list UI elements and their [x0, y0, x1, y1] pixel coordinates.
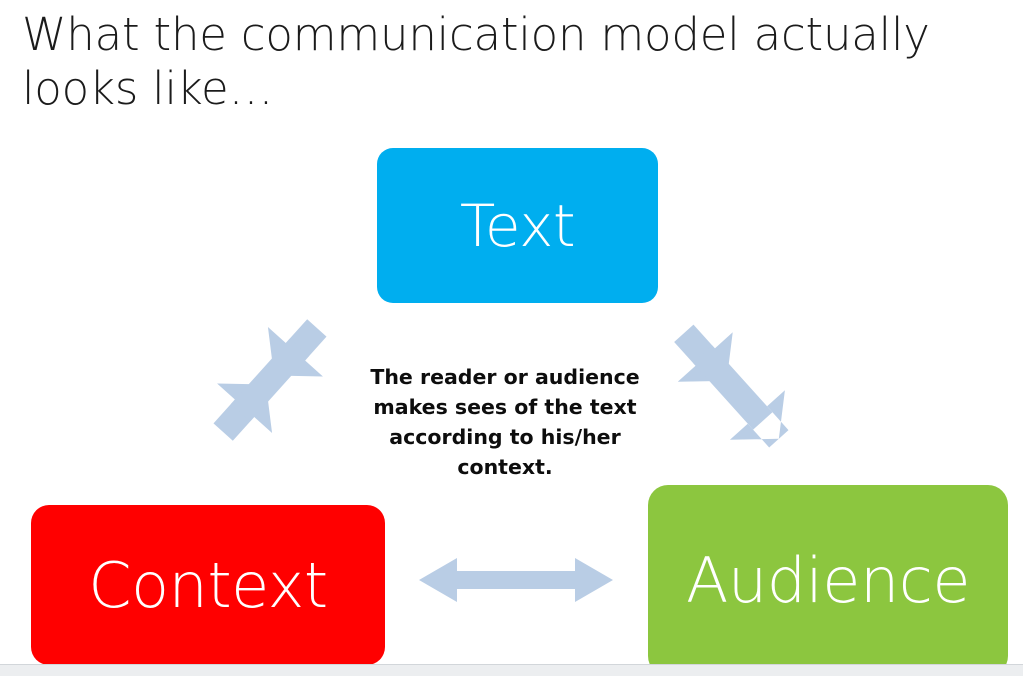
double-arrow-context-text-icon[interactable] — [196, 299, 344, 461]
double-arrow-context-audience-icon[interactable] — [419, 556, 613, 604]
diagram-node-audience-label: Audience — [686, 544, 970, 617]
diagram-node-text[interactable]: Text — [377, 148, 658, 303]
double-arrow-text-audience-icon[interactable] — [657, 299, 812, 479]
slide-footer-strip — [0, 664, 1023, 676]
page-title: What the communication model actually lo… — [22, 8, 930, 115]
diagram-node-audience[interactable]: Audience — [648, 485, 1008, 676]
diagram-node-text-label: Text — [459, 191, 576, 260]
diagram-node-context-label: Context — [88, 548, 328, 622]
diagram-node-context[interactable]: Context — [31, 505, 385, 665]
diagram-center-caption: The reader or audience makes sees of the… — [370, 365, 640, 479]
